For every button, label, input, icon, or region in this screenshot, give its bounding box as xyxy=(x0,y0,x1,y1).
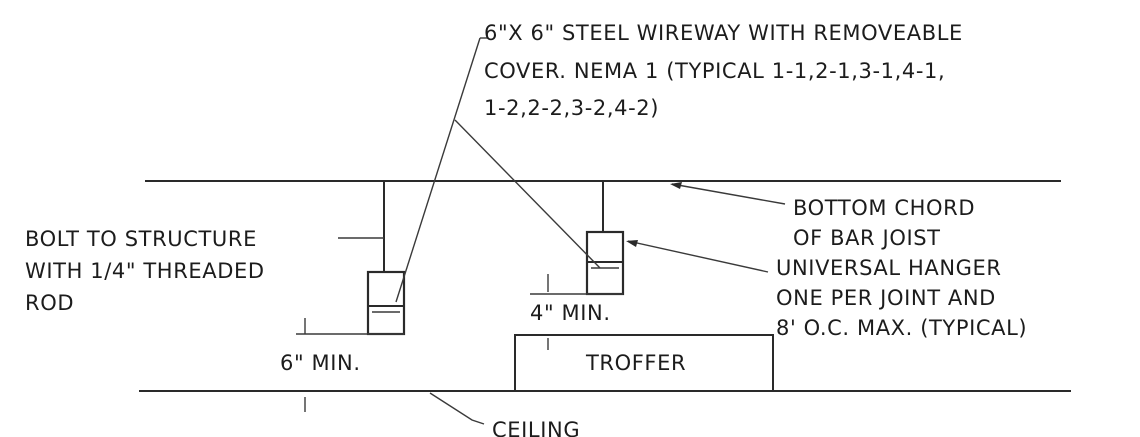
bottom-chord-leader xyxy=(671,183,786,205)
wireway-callout-line-3: 1-2,2-2,3-2,4-2) xyxy=(484,96,659,120)
troffer-fixture xyxy=(514,334,774,392)
bolt-label-line-1: BOLT TO STRUCTURE xyxy=(25,227,257,251)
bottom-chord-label-line-1: BOTTOM CHORD xyxy=(793,196,975,220)
bottom-chord-arrowhead xyxy=(670,182,682,189)
troffer-label: TROFFER xyxy=(585,351,686,375)
ceiling-leader xyxy=(429,392,485,425)
bolt-label-line-3: ROD xyxy=(25,291,74,315)
right-clearance-label: 4" MIN. xyxy=(530,301,611,325)
right-wireway xyxy=(585,230,625,296)
hanger-label-line-3: 8' O.C. MAX. (TYPICAL) xyxy=(776,316,1027,340)
wireway-leader-branch xyxy=(454,119,601,269)
left-clearance-dimension xyxy=(296,318,404,412)
hanger-label-line-2: ONE PER JOINT AND xyxy=(776,286,996,310)
ceiling-label: CEILING xyxy=(492,418,580,437)
wireway-leader-line xyxy=(395,37,481,303)
wireway-callout-line-1: 6"X 6" STEEL WIREWAY WITH REMOVEABLE xyxy=(484,21,963,45)
hanger-leader xyxy=(627,240,769,273)
hanger-arrowhead xyxy=(626,240,638,247)
right-clearance-dimension xyxy=(530,274,623,350)
hanger-label-line-1: UNIVERSAL HANGER xyxy=(776,256,1002,280)
bottom-chord-label-line-2: OF BAR JOIST xyxy=(793,226,941,250)
left-clearance-label: 6" MIN. xyxy=(280,351,361,375)
left-wireway xyxy=(366,270,406,336)
bolt-label-line-2: WITH 1/4" THREADED xyxy=(25,259,265,283)
wireway-callout-line-2: COVER. NEMA 1 (TYPICAL 1-1,2-1,3-1,4-1, xyxy=(484,59,945,83)
